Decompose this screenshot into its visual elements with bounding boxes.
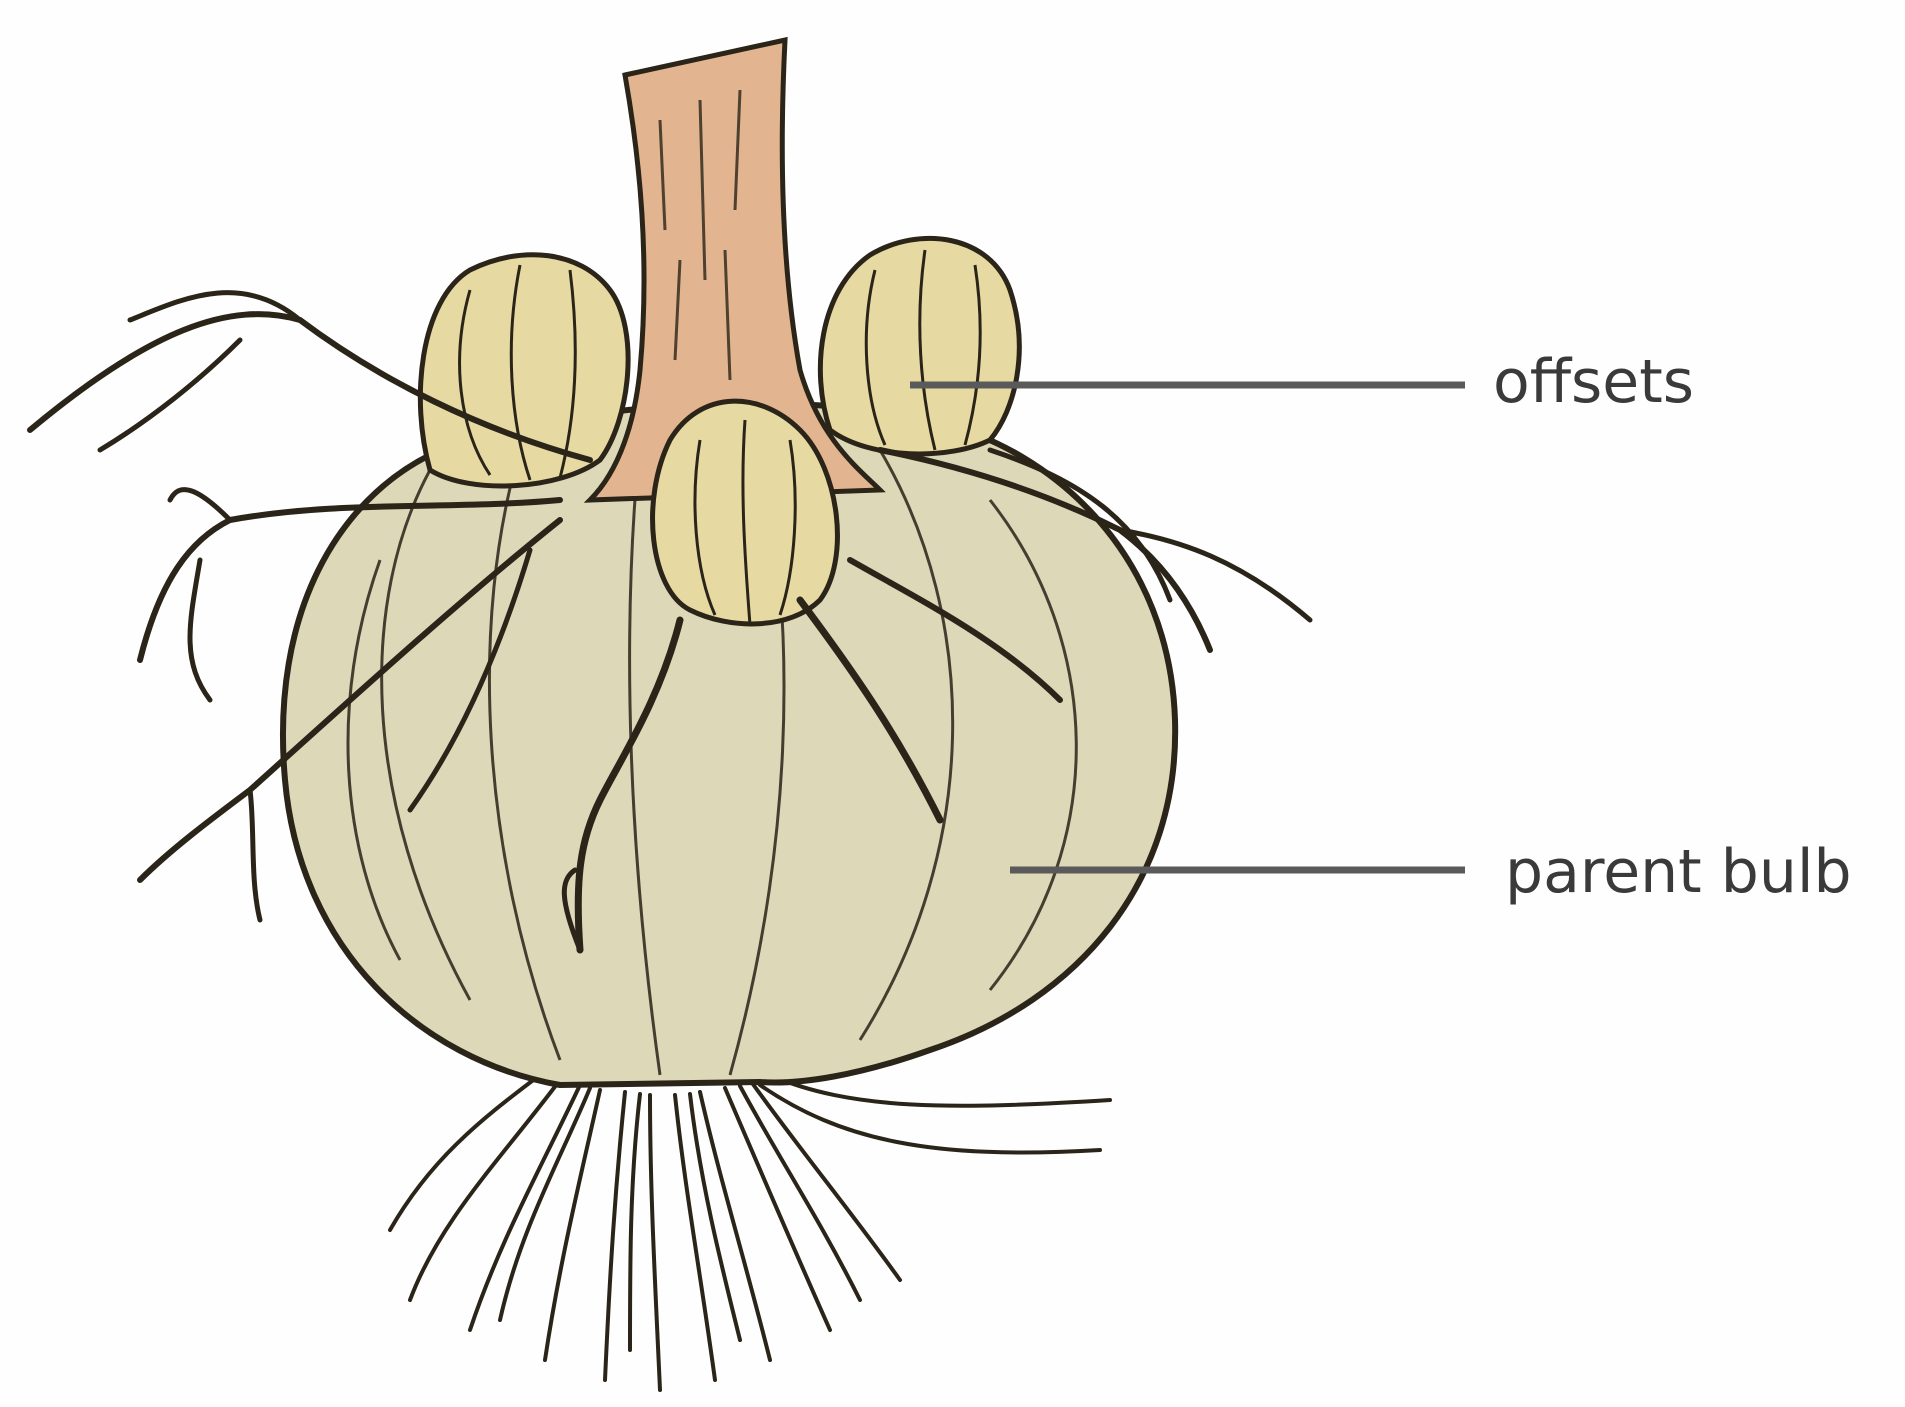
parent-bulb-label: parent bulb <box>1505 842 1852 902</box>
offset-right <box>820 238 1019 454</box>
offset-left <box>420 255 628 486</box>
basal-roots <box>390 1075 1110 1390</box>
offsets-label: offsets <box>1493 352 1694 412</box>
